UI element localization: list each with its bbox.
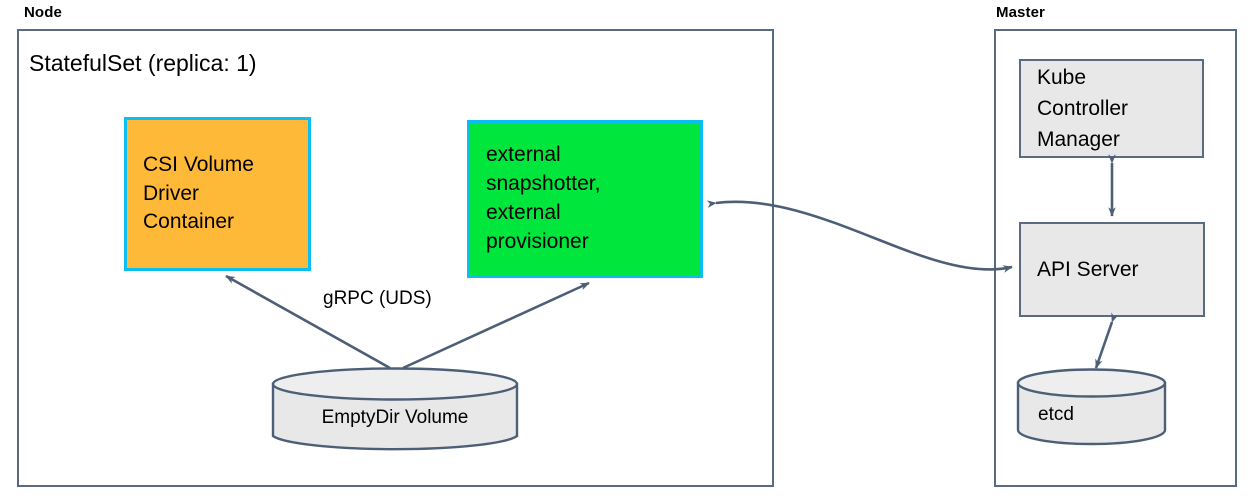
etcd-shape: [1016, 368, 1167, 446]
api-server-label: API Server: [1037, 257, 1139, 281]
csi-volume-driver-container-label: CSI Volume Driver Container: [143, 152, 254, 234]
edge-label-grpc-uds: gRPC (UDS): [321, 288, 434, 310]
statefulset-title: StatefulSet (replica: 1): [29, 50, 257, 76]
etcd-cylinder[interactable]: etcd: [1016, 368, 1167, 446]
kube-controller-manager-label: Kube Controller Manager: [1037, 65, 1129, 152]
external-sidecars-label: external snapshotter, external provision…: [486, 143, 601, 253]
emptydir-volume-shape: [271, 367, 519, 451]
csi-volume-driver-container-box[interactable]: CSI Volume Driver Container: [124, 117, 311, 271]
zone-label-master: Master: [996, 4, 1045, 21]
external-sidecars-box[interactable]: external snapshotter, external provision…: [467, 120, 703, 278]
emptydir-volume-cylinder[interactable]: EmptyDir Volume: [271, 367, 519, 453]
etcd-label: etcd: [1038, 404, 1074, 425]
zone-label-node: Node: [24, 4, 62, 21]
emptydir-volume-label: EmptyDir Volume: [321, 407, 469, 428]
kube-controller-manager-box[interactable]: Kube Controller Manager: [1019, 59, 1204, 158]
api-server-box[interactable]: API Server: [1019, 222, 1205, 317]
